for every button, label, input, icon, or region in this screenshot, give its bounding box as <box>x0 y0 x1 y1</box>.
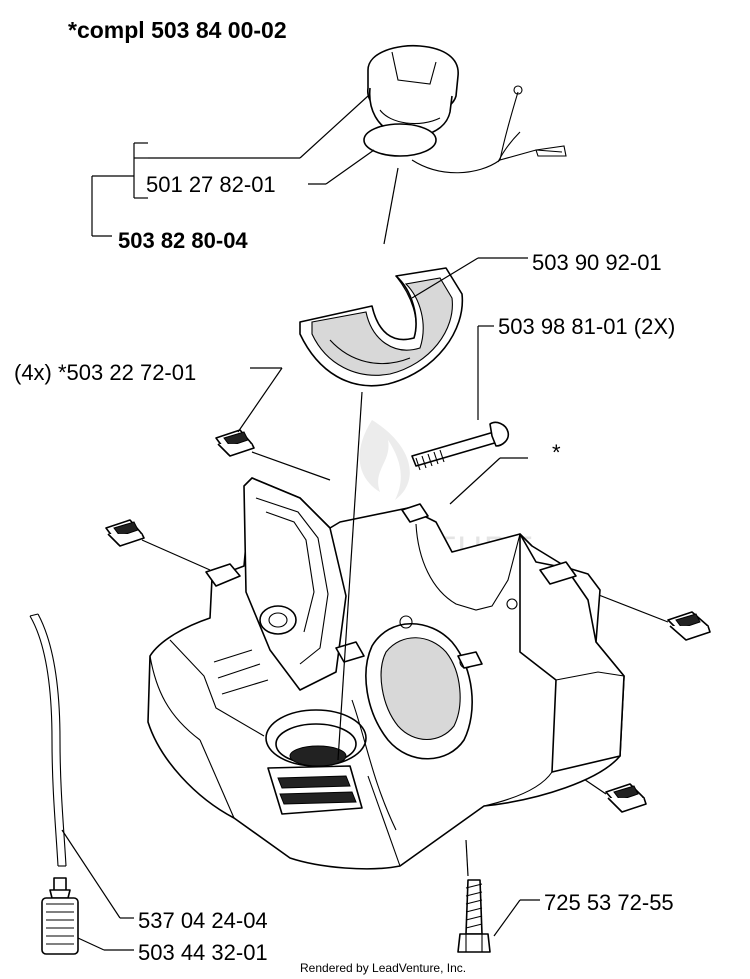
fuel-filter[interactable] <box>41 877 79 955</box>
clip-nut-3[interactable] <box>667 611 711 641</box>
label-guide-plate: 503 90 92-01 <box>532 250 662 275</box>
screw[interactable] <box>457 879 491 953</box>
clip-nut-2[interactable] <box>105 519 145 547</box>
footer-credit: Rendered by LeadVenture, Inc. <box>300 961 466 975</box>
label-cap-o-ring: 501 27 82-01 <box>146 172 276 197</box>
assembly-title: *compl 503 84 00-02 <box>68 17 287 43</box>
label-fuel-hose: 537 04 24-04 <box>138 908 268 933</box>
bolt[interactable] <box>411 421 510 471</box>
cap-o-ring[interactable] <box>363 123 437 157</box>
clip-nut-4[interactable] <box>605 783 647 813</box>
label-bolt: 503 98 81-01 (2X) <box>498 314 675 339</box>
clip-nut-1[interactable] <box>215 429 255 457</box>
label-cap-assembly: 503 82 80-04 <box>118 228 248 253</box>
label-clip-nut: (4x) *503 22 72-01 <box>14 360 196 385</box>
label-fuel-filter: 503 44 32-01 <box>138 940 268 965</box>
fuel-tank[interactable] <box>147 477 625 870</box>
label-screw: 725 53 72-55 <box>544 890 674 915</box>
watermark-flame-icon <box>359 420 410 500</box>
cap-retaining-strap[interactable] <box>411 85 567 174</box>
label-tank-ref: * <box>552 440 561 465</box>
fuel-hose[interactable] <box>29 613 67 867</box>
guide-plate[interactable] <box>299 267 464 387</box>
